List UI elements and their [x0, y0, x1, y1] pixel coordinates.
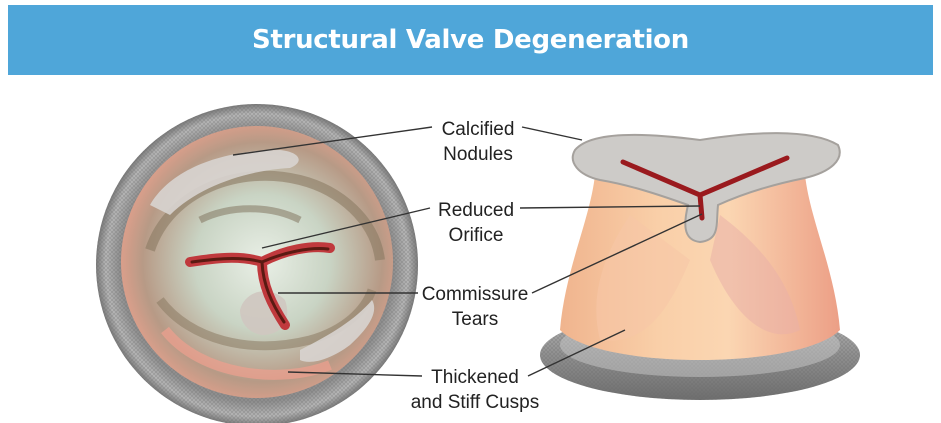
label-reduced-orifice: Reduced [438, 200, 514, 221]
label-thickened-cusps-2: and Stiff Cusps [411, 392, 540, 413]
annotations: Calcified Nodules Reduced Orifice Commis… [411, 119, 540, 413]
label-calcified-nodules: Calcified [442, 119, 515, 140]
label-commissure-tears: Commissure [422, 284, 529, 305]
label-calcified-nodules-2: Nodules [443, 144, 513, 165]
label-commissure-tears-2: Tears [452, 309, 498, 330]
leader-calcified-right [522, 127, 582, 140]
label-reduced-orifice-2: Orifice [449, 225, 504, 246]
label-thickened-cusps: Thickened [431, 367, 519, 388]
